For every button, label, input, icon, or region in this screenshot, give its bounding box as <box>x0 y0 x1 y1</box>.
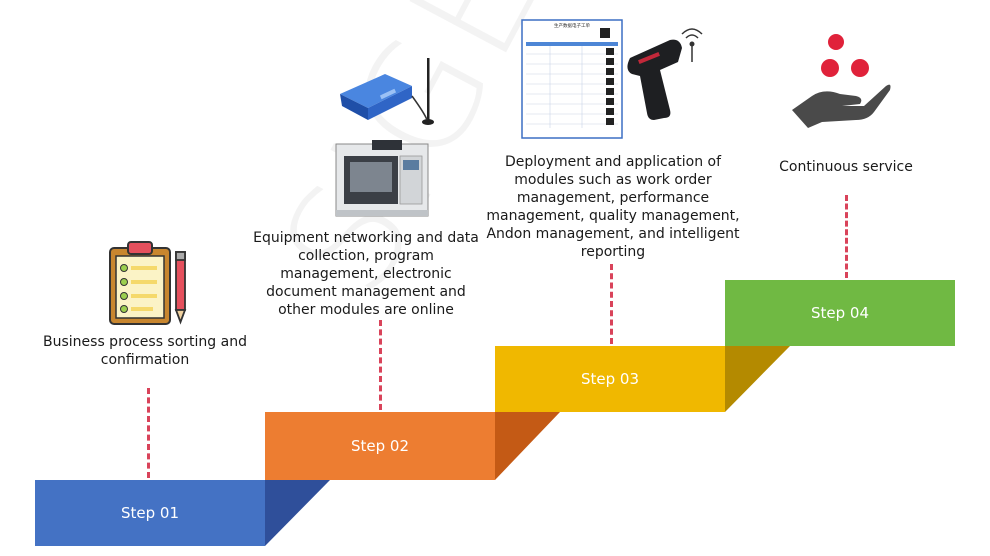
connector-step-02 <box>379 320 382 410</box>
caption-step-02: Equipment networking and data collection… <box>253 230 479 318</box>
caption-step-03: Deployment and application of modules su… <box>486 154 740 260</box>
connector-step-01 <box>147 388 150 478</box>
shade-step-02 <box>495 412 560 480</box>
step-01-bar: Step 01 <box>35 480 265 546</box>
step-02-label: Step 02 <box>350 437 409 455</box>
hand-with-dots-icon <box>792 34 891 128</box>
clipboard-checklist-icon <box>109 241 187 325</box>
shade-step-01 <box>265 480 330 546</box>
connector-step-03 <box>610 264 613 344</box>
connector-step-04 <box>845 195 848 278</box>
step-04-label: Step 04 <box>810 304 869 322</box>
work-order-title: 生产数据电子工单 <box>554 22 590 29</box>
caption-step-01: Business process sorting and confirmatio… <box>43 334 247 368</box>
step-02-bar: Step 02 <box>265 412 495 480</box>
step-03-label: Step 03 <box>580 370 639 388</box>
step-03-bar: Step 03 <box>495 346 725 412</box>
shade-step-03 <box>725 346 790 412</box>
step-01-label: Step 01 <box>120 504 179 522</box>
caption-step-04: Continuous service <box>779 159 913 175</box>
work-order-and-barcode-scanner-icon: 生产数据电子工单 <box>521 19 703 139</box>
step-04-bar: Step 04 <box>725 280 955 346</box>
iot-gateway-and-cnc-machine-icon <box>335 58 434 217</box>
